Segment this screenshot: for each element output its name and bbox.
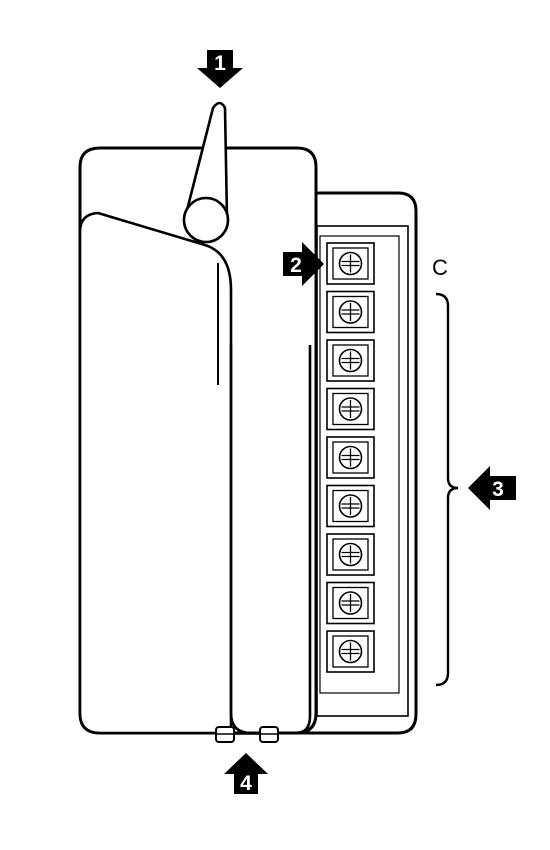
terminal-screw-icon[interactable] [338, 300, 363, 324]
station-terminal-5 [326, 484, 375, 528]
callout-1: 1 [197, 50, 243, 88]
arrow-down-icon [197, 50, 243, 88]
station-terminal-3 [326, 387, 375, 431]
terminal-strip [326, 242, 375, 673]
callout-3: 3 [468, 466, 516, 510]
terminal-screw-icon[interactable] [338, 494, 363, 518]
callout-4-number: 4 [240, 772, 252, 795]
terminal-screw-icon[interactable] [338, 251, 363, 276]
callout-1-number: 1 [214, 52, 226, 75]
arrow-up-icon [224, 753, 268, 794]
latch-pivot [182, 196, 230, 244]
callout-2: 2 [283, 242, 324, 286]
arrow-left-icon [468, 466, 516, 510]
cover-latch[interactable] [183, 101, 229, 220]
cover-front-panel [78, 211, 233, 735]
common-terminal [326, 242, 375, 285]
terminal-screw-icon[interactable] [338, 348, 363, 373]
terminal-screw-icon[interactable] [338, 397, 363, 421]
common-terminal-label: C [432, 255, 448, 280]
arrow-right-icon [283, 242, 324, 286]
station-terminal-6 [326, 533, 375, 576]
callout-4: 4 [224, 753, 268, 795]
terminal-screw-icon[interactable] [338, 639, 363, 664]
station-terminal-7 [326, 581, 375, 625]
station-terminal-2 [326, 339, 375, 382]
station-terminal-1 [326, 290, 375, 334]
terminal-screw-icon[interactable] [338, 445, 363, 470]
callout-3-number: 3 [492, 478, 504, 501]
callout-2-number: 2 [290, 254, 302, 277]
station-bracket [435, 292, 459, 687]
terminal-screw-icon[interactable] [338, 542, 363, 567]
station-terminal-8 [326, 630, 375, 673]
terminal-screw-icon[interactable] [338, 591, 363, 615]
station-terminal-4 [326, 436, 375, 479]
